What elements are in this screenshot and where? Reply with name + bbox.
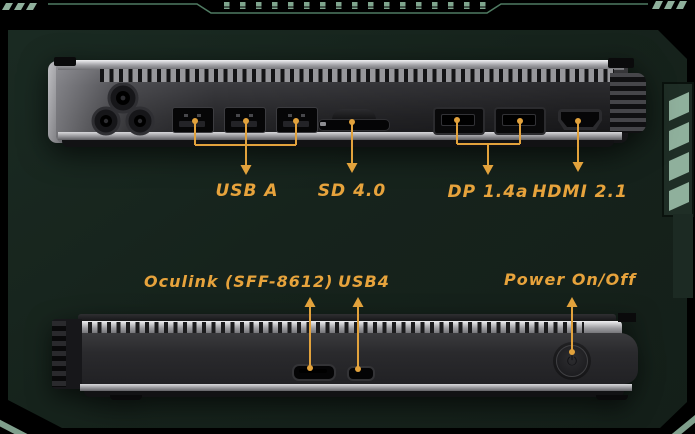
side-heatsink-fins	[52, 319, 82, 389]
hdmi-label: HDMI 2.1	[532, 182, 628, 202]
device-bottom-rim	[58, 132, 622, 140]
device-foot	[110, 395, 142, 400]
usb4-port	[347, 366, 375, 381]
device-top-strip	[78, 314, 616, 322]
sd-label: SD 4.0	[317, 181, 387, 201]
device-notch	[54, 57, 76, 66]
device-bottom-edge	[84, 391, 624, 397]
device-bottom-edge	[62, 140, 614, 147]
usb-a-port-3	[276, 107, 318, 133]
vent-grille	[88, 322, 584, 333]
device-top-rim	[58, 60, 624, 70]
usb-a-arrow	[192, 118, 299, 175]
sd-arrow	[346, 119, 358, 173]
usb-a-label: USB A	[215, 181, 279, 201]
mini-pc-front-view: ⏻	[52, 312, 642, 400]
usb-pin	[236, 114, 240, 117]
top-frame-line	[48, 3, 648, 14]
power-arrow	[566, 297, 578, 355]
usb-pin	[301, 114, 305, 117]
side-heatsink-fins	[610, 73, 646, 133]
usb-pin	[288, 114, 292, 117]
oculink-opening	[299, 369, 327, 373]
vent-grille	[100, 69, 614, 82]
usb-pin	[249, 114, 253, 117]
sd-slot-opening	[318, 119, 390, 131]
bottom-left-corner-accent	[0, 419, 28, 434]
usb-tongue	[231, 121, 257, 127]
oculink-arrow	[304, 297, 316, 371]
usb-pin	[197, 114, 201, 117]
dp-arrow	[454, 117, 523, 175]
device-notch	[618, 313, 636, 322]
oculink-port	[292, 364, 336, 381]
device-bottom-rim	[80, 384, 632, 391]
mini-pc-rear-view	[48, 57, 646, 149]
power-icon: ⏻	[566, 353, 578, 369]
oculink-label: Oculink (SFF-8612)	[144, 272, 334, 291]
power-inlet-c5	[91, 83, 155, 136]
usb-pin	[184, 114, 188, 117]
top-left-slashes-icon	[2, 3, 37, 10]
hdmi-arrow	[572, 118, 584, 172]
sd-card-slot	[318, 109, 390, 131]
right-stripe-column	[662, 82, 694, 298]
usb4-label: USB4	[338, 272, 390, 291]
usb4-arrow	[352, 297, 364, 372]
device-foot	[596, 395, 628, 400]
device-notch	[608, 58, 634, 68]
top-square-row	[214, 2, 492, 9]
sd-slot-pin	[320, 122, 326, 126]
bottom-right-corner-accent	[671, 415, 695, 434]
top-right-slashes-icon	[652, 1, 687, 9]
usb-tongue	[179, 121, 205, 127]
power-label: Power On/Off	[504, 270, 637, 289]
dp-label: DP 1.4a	[447, 182, 529, 202]
